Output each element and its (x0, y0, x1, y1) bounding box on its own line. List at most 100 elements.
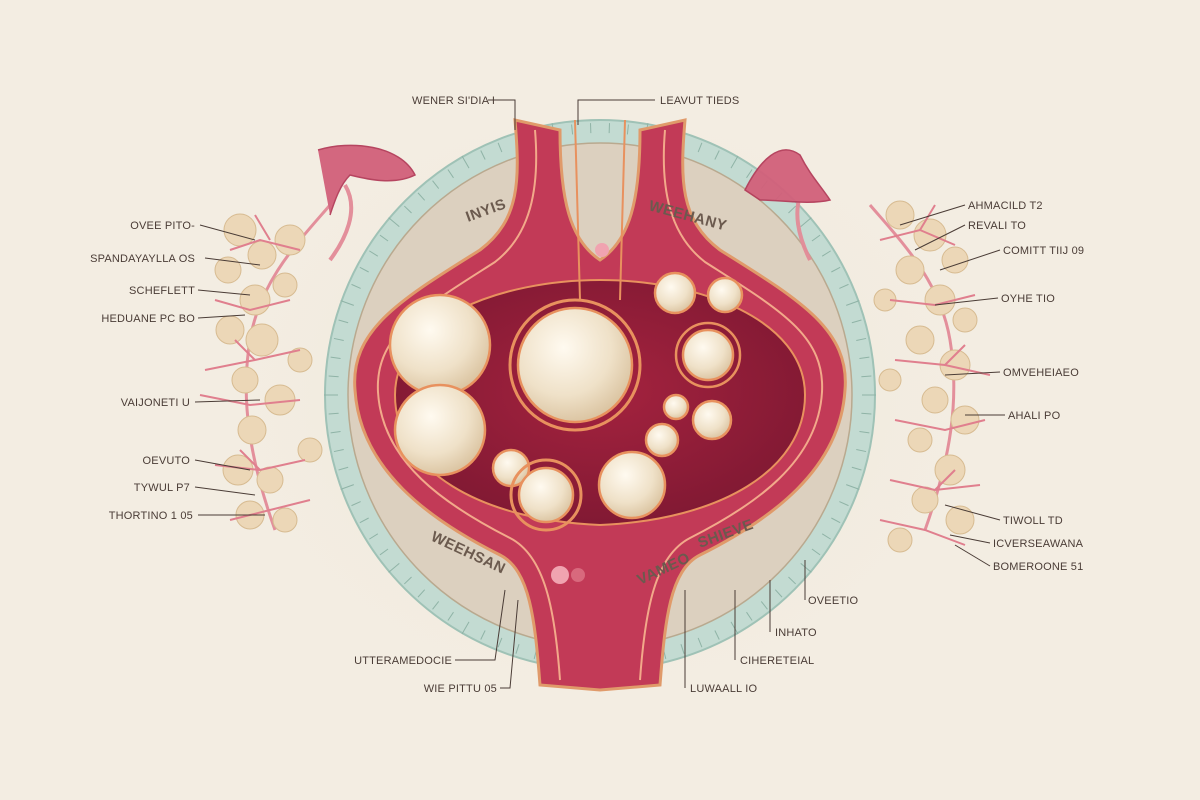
ring-tick (730, 155, 739, 169)
ring-tick (480, 630, 486, 640)
ring-tick (417, 192, 426, 201)
ring-tick (403, 205, 412, 214)
ring-tick (403, 576, 412, 585)
label-left-4: HEDUANE PC BO (101, 313, 195, 325)
ring-tick (851, 466, 862, 471)
ring-tick (846, 300, 860, 306)
ring-tick (811, 234, 821, 242)
ring-tick (369, 250, 379, 257)
ring-tick (432, 601, 440, 610)
label-bottom-3: LUWAALL IO (690, 683, 757, 695)
ring-tick (330, 430, 341, 434)
leader-lines (194, 99, 1005, 689)
ring-tick (461, 621, 470, 635)
ring-tick (800, 563, 812, 573)
ring-tick (680, 644, 685, 654)
left-adnexa (199, 144, 417, 533)
label-top-left: WENER SI'DIA I (412, 95, 495, 107)
label-bottom-1: UTTERAMEDOCIE (354, 655, 452, 667)
ring-tick (821, 250, 831, 257)
right-adnexa (744, 149, 991, 553)
label-top-right: LEAVUT TIEDS (660, 95, 739, 107)
ring-tick (369, 533, 379, 540)
ring-ticks (324, 123, 876, 667)
ring-tick (359, 266, 369, 273)
label-bottom-2: WIE PITTU 05 (424, 683, 497, 695)
label-right-2: REVALI TO (968, 220, 1026, 232)
ring-tick (388, 217, 400, 227)
ring-tick (846, 484, 860, 490)
ring-tick (788, 576, 797, 585)
ring-tick (856, 337, 867, 342)
ring-tick (856, 448, 867, 453)
ring-tick (447, 611, 454, 621)
ring-tick (859, 430, 870, 434)
ring-tick (697, 637, 703, 648)
ring-tick (714, 630, 720, 640)
ring-tick (839, 501, 849, 507)
label-right-8: ICVERSEAWANA (993, 538, 1084, 550)
ring-tick (340, 484, 354, 490)
ring-tick (461, 155, 470, 169)
ring-tick (330, 356, 341, 360)
ring-tick (774, 589, 783, 598)
ring-tick (746, 611, 753, 621)
label-left-5: VAIJONETI U (121, 397, 190, 409)
label-right-9: BOMEROONE 51 (993, 561, 1083, 573)
label-right-5: OMVEHEIAEO (1003, 367, 1079, 379)
ring-tick (333, 448, 344, 453)
label-right-6: AHALI PO (1008, 410, 1061, 422)
ring-tick (861, 375, 872, 378)
ring-tick (811, 548, 821, 556)
label-left-1: OVEE PITO- (130, 220, 195, 232)
ring-tick (333, 337, 344, 342)
ring-tick (351, 283, 361, 289)
label-right-4: OYHE TIO (1001, 293, 1055, 305)
ring-tick (760, 601, 768, 610)
ring-tick (861, 412, 872, 415)
ring-tick (497, 637, 503, 648)
ring-tick (328, 412, 339, 415)
label-bottom-6: OVEETIO (808, 595, 859, 607)
ring-tick (746, 169, 753, 179)
ring-tick (626, 124, 629, 135)
ring-tick (328, 375, 339, 378)
label-right-3: COMITT TIIJ 09 (1003, 245, 1084, 257)
bottom-labels: UTTERAMEDOCIE WIE PITTU 05 LUWAALL IO CI… (354, 595, 858, 695)
ring-tick (340, 300, 354, 306)
ring-tick (480, 150, 486, 160)
ring-tick (351, 501, 361, 507)
ring-tick (338, 319, 349, 324)
ring-tick (697, 142, 703, 153)
ring-tick (571, 124, 574, 135)
ring-tick (800, 217, 812, 227)
ring-tick (359, 517, 369, 524)
label-left-6: OEVUTO (143, 455, 191, 467)
left-labels: OVEE PITO- SPANDAYAYLLA OS SCHEFLETT HED… (90, 220, 195, 522)
label-left-3: SCHEFLETT (129, 285, 195, 297)
ring-tick (388, 563, 400, 573)
ring-tick (788, 205, 797, 214)
label-left-7: TYWUL P7 (134, 482, 190, 494)
ring-tick (831, 517, 841, 524)
label-bottom-5: INHATO (775, 627, 817, 639)
ring-tick (447, 169, 454, 179)
label-bottom-4: CIHERETEIAL (740, 655, 814, 667)
ring-tick (821, 533, 831, 540)
ring-tick (417, 589, 426, 598)
ring-tick (831, 266, 841, 273)
follicles (388, 271, 744, 532)
ring-tick (515, 644, 520, 654)
ring-tick (851, 319, 862, 324)
label-right-7: TIWOLL TD (1003, 515, 1063, 527)
ring-tick (379, 548, 389, 556)
label-left-2: SPANDAYAYLLA OS (90, 253, 195, 265)
ring-tick (432, 180, 440, 189)
label-right-1: AHMACILD T2 (968, 200, 1043, 212)
right-labels: AHMACILD T2 REVALI TO COMITT TIIJ 09 OYH… (968, 200, 1084, 573)
ring-tick (714, 150, 720, 160)
ring-tick (338, 466, 349, 471)
label-left-8: THORTINO 1 05 (109, 510, 193, 522)
